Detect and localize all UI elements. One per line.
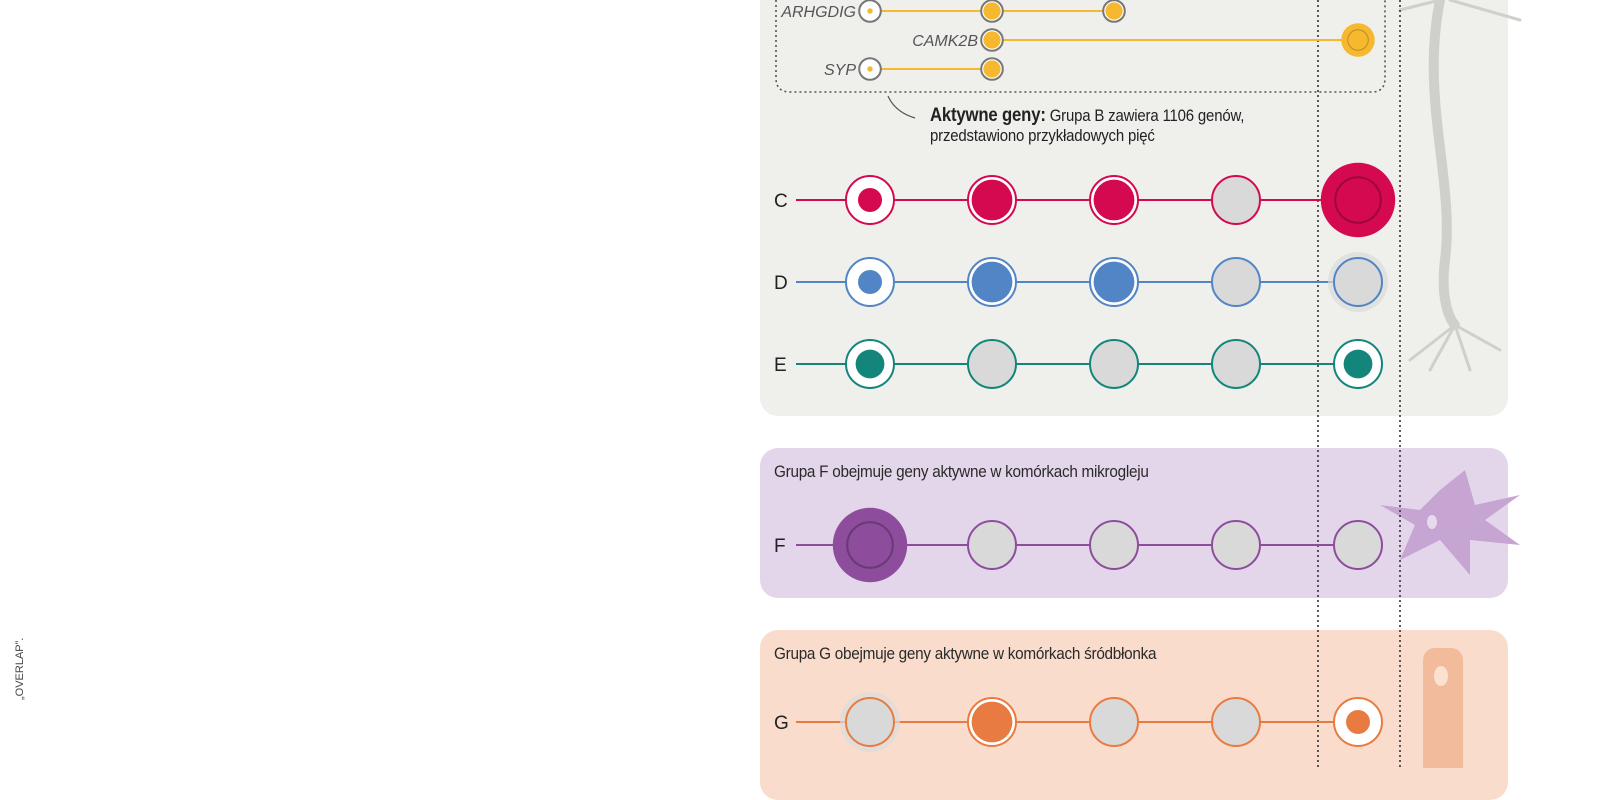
node-mdot: [1333, 339, 1383, 389]
node-empty: [967, 339, 1017, 389]
node-halo: [840, 692, 900, 752]
note-pointer: [887, 95, 916, 119]
node-bigsm: [1341, 23, 1375, 57]
gene-label: SYP: [824, 62, 856, 79]
note-bold: Aktywne geny:: [930, 105, 1046, 126]
gene-row-g: G: [774, 692, 1383, 752]
endothelial-cell-icon: [1423, 648, 1463, 768]
node-full: [1089, 257, 1139, 307]
gene-row-arhgdig: ARHGDIG: [780, 0, 1126, 23]
node-empty: [967, 520, 1017, 570]
node-full: [1089, 175, 1139, 225]
group-f-title: Grupa F obejmuje geny aktywne w komórkac…: [774, 462, 1149, 481]
node-fullsm: [1102, 0, 1126, 23]
note-line1: Grupa B zawiera 1106 genów,: [1045, 106, 1245, 125]
group-b-gene-box: [775, 0, 1386, 93]
node-empty: [1089, 697, 1139, 747]
gene-label: ARHGDIG: [780, 4, 856, 21]
node-halo: [1328, 252, 1388, 312]
neuron-icon: [1398, 0, 1522, 372]
microglia-icon: [1380, 470, 1520, 575]
node-dot: [1333, 697, 1383, 747]
gene-label: CAMK2B: [912, 33, 978, 50]
node-empty: [1211, 697, 1261, 747]
node-empty: [1211, 520, 1261, 570]
node-mdot: [845, 339, 895, 389]
node-empty: [1211, 257, 1261, 307]
node-full: [967, 175, 1017, 225]
node-empty: [1211, 175, 1261, 225]
node-dot: [845, 175, 895, 225]
row-label: D: [774, 273, 788, 294]
note-line2: przedstawiono przykładowych pięć: [930, 126, 1155, 145]
active-genes-note: Aktywne geny: Grupa B zawiera 1106 genów…: [930, 106, 1244, 146]
node-small: [858, 0, 882, 23]
node-fullsm: [980, 28, 1004, 52]
node-empty: [1211, 339, 1261, 389]
node-small: [858, 57, 882, 81]
gene-diagram: ARHGDIG CAMK2B SYP C D E F G: [774, 0, 1522, 768]
node-fullsm: [980, 57, 1004, 81]
group-g-title: Grupa G obejmuje geny aktywne w komórkac…: [774, 644, 1157, 663]
gene-row-d: D: [774, 252, 1388, 312]
row-label: G: [774, 713, 789, 734]
node-empty: [1089, 339, 1139, 389]
node-fullsm: [980, 0, 1004, 23]
node-dot: [845, 257, 895, 307]
row-label: E: [774, 355, 787, 376]
node-empty: [1089, 520, 1139, 570]
gene-row-camk2b: CAMK2B: [912, 23, 1375, 57]
gene-row-e: E: [774, 339, 1383, 389]
side-caption: „OVERLAP”.: [14, 637, 26, 700]
gene-row-c: C: [774, 162, 1396, 238]
node-big: [832, 507, 908, 583]
row-label: F: [774, 536, 786, 557]
node-full: [967, 697, 1017, 747]
node-big: [1320, 162, 1396, 238]
node-full: [967, 257, 1017, 307]
node-empty: [1333, 520, 1383, 570]
gene-row-syp: SYP: [824, 57, 1004, 81]
gene-row-f: F: [774, 507, 1383, 583]
row-label: C: [774, 191, 788, 212]
